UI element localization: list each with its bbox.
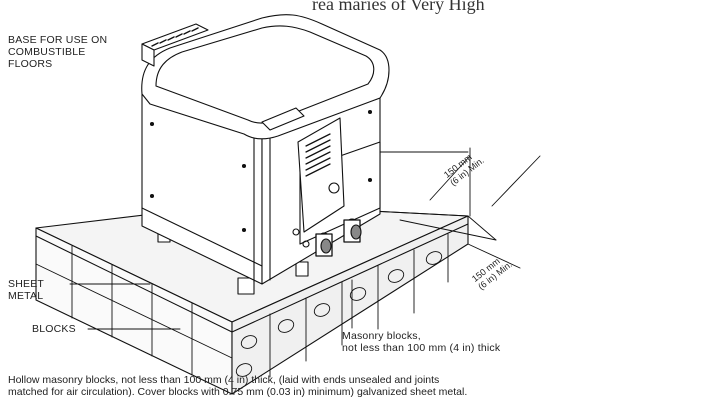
block-joints-left — [35, 245, 233, 376]
masonry-blocks-label: Masonry blocks, not less than 100 mm (4 … — [342, 330, 501, 354]
leader-lines — [69, 279, 353, 330]
pool-heater — [141, 14, 390, 295]
caption-text: Hollow masonry blocks, not less than 100… — [8, 374, 468, 398]
base-label: BASE FOR USE ON COMBUSTIBLE FLOORS — [8, 34, 108, 70]
block-joints-right — [235, 233, 449, 378]
top-partial-text: rea maries of Very High — [312, 0, 485, 14]
sheet-metal-label: SHEET METAL — [8, 278, 45, 302]
blocks-label: BLOCKS — [32, 323, 76, 335]
dimension-lines — [379, 147, 541, 269]
water-connections — [292, 218, 362, 257]
